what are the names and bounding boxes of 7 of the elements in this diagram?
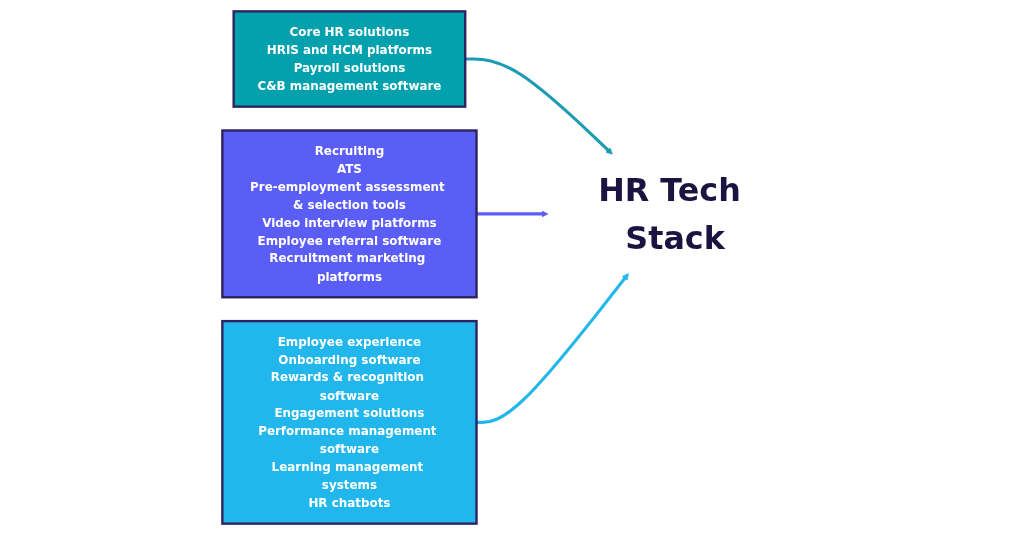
node-box: Employee experience Onboarding software Rewards & recognition software Engagement solutions Performance management software Learning management systems HR chatbots [220,319,478,525]
node-box: Recruiting ATS Pre-employment assessment & selection tools Video interview platforms Employee referral software Recruitment marketing platforms [220,129,478,299]
arrow [476,273,629,424]
arrow [476,210,549,218]
arrow [464,57,613,155]
node-text: HR Tech Stack [598,171,741,256]
node-box: Core HR solutions HRIS and HCM platforms Payroll solutions C&B management software [232,10,467,108]
